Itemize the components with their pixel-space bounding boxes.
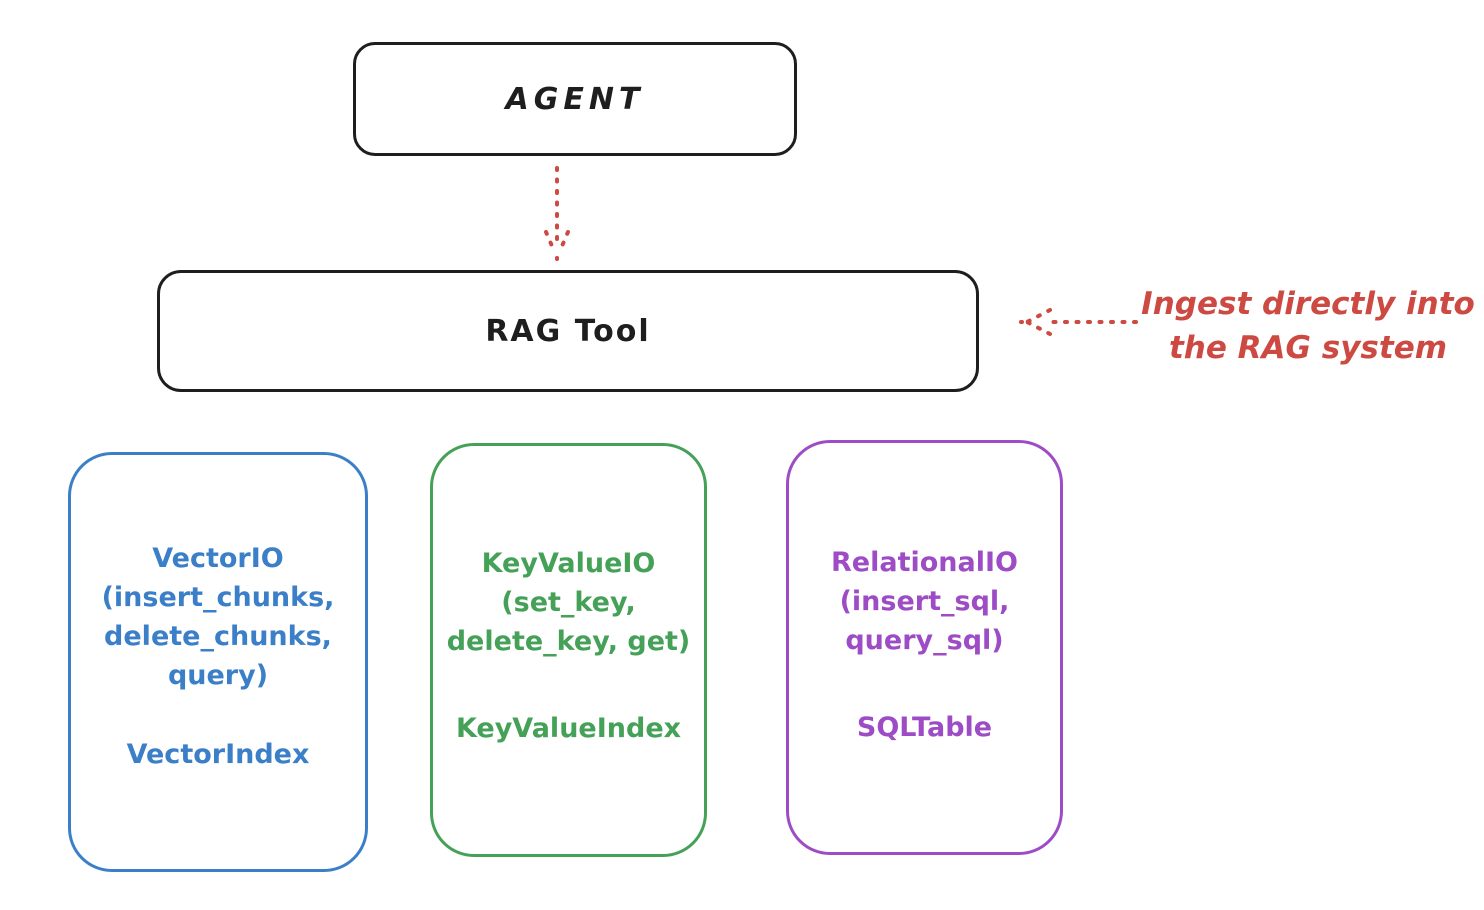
vector-io-title: VectorIO [152,543,284,574]
dotted-arrow-left-icon [1019,308,1138,336]
relational-io-title: RelationalIO [831,547,1018,578]
agent-node: AGENT [353,42,797,156]
keyvalue-io-methods-line: (set_key, [501,587,636,618]
vector-io-node: VectorIO (insert_chunks, delete_chunks, … [68,452,368,872]
vector-index-label: VectorIndex [126,739,310,770]
vector-io-methods-line: delete_chunks, [104,621,332,652]
keyvalue-io-title: KeyValueIO [481,548,656,579]
keyvalue-io-methods-line: delete_key, get) [446,626,691,657]
keyvalue-index-label: KeyValueIndex [455,713,682,744]
agent-label: AGENT [505,81,645,117]
ingest-annotation-line1: Ingest directly into [1141,286,1475,322]
ingest-annotation: Ingest directly into the RAG system [1140,282,1476,370]
sqltable-label: SQLTable [856,712,993,743]
vector-io-methods-line: (insert_chunks, [101,582,335,613]
relational-io-methods-line: (insert_sql, [839,586,1010,617]
relational-io-node: RelationalIO (insert_sql, query_sql) SQL… [786,440,1063,855]
vector-io-methods-line: query) [167,660,269,691]
rag-tool-label: RAG Tool [485,313,651,349]
relational-io-methods-line: query_sql) [845,625,1004,656]
keyvalue-io-node: KeyValueIO (set_key, delete_key, get) Ke… [430,443,707,857]
dotted-arrow-down-icon [544,166,570,261]
rag-tool-node: RAG Tool [157,270,979,392]
ingest-annotation-line2: the RAG system [1168,330,1448,366]
